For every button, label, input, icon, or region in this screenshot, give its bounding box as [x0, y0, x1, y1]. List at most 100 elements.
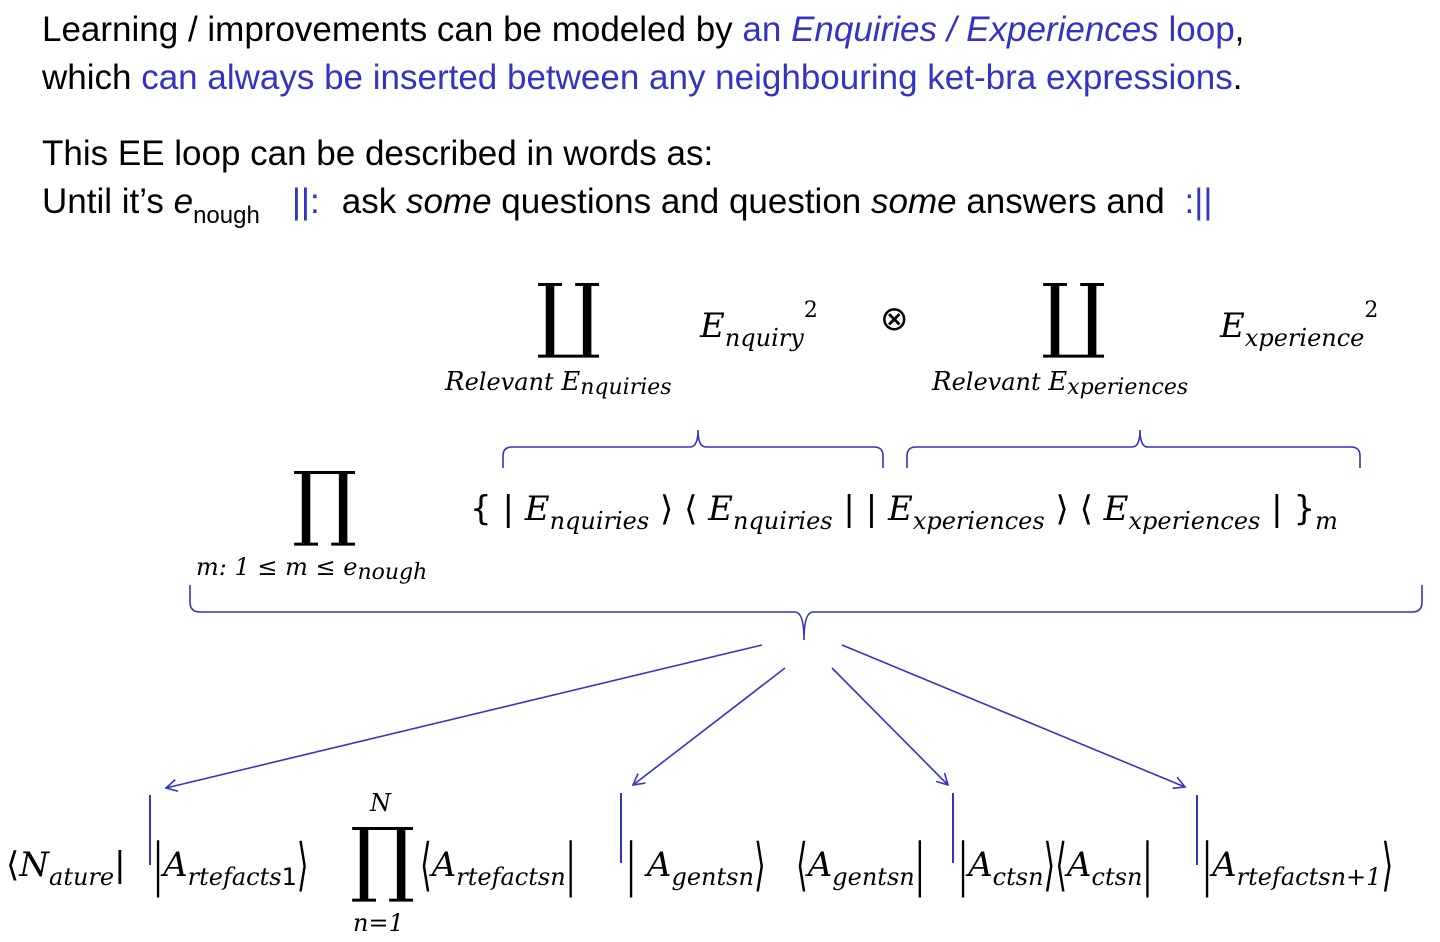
text: ⟨ — [6, 845, 20, 885]
artefacts-n-plus-1-ket: |Artefactsn+1⟩ — [1202, 838, 1393, 895]
text: E — [708, 489, 733, 529]
text: questions and question — [491, 182, 871, 221]
arrow-to-agents-acts — [831, 667, 950, 787]
text: | — [914, 832, 925, 900]
text: E — [887, 489, 913, 529]
text: ⟩ — [1381, 832, 1394, 900]
text: | — [502, 489, 514, 529]
text: an — [742, 10, 792, 49]
artefacts-1-ket: |Artefacts1⟩ — [153, 838, 309, 895]
text: n — [738, 863, 754, 891]
repeat-end-sign: :|| — [1184, 182, 1213, 221]
text: xperience — [1244, 324, 1365, 352]
text: ⟨ — [1079, 489, 1093, 529]
text: | — [114, 845, 126, 885]
relevant-enquiries-label: Relevant Enquiries — [445, 368, 672, 400]
product-lower-limit: n=1 — [353, 909, 404, 937]
text: n+1 — [1330, 863, 1382, 891]
intro-line-2: which can always be inserted between any… — [42, 58, 1242, 98]
text: elevant — [951, 368, 1049, 396]
text: cts — [1091, 863, 1127, 891]
text: A — [1066, 845, 1092, 885]
agents-bra: ⟨Agentsn| — [796, 838, 925, 895]
insertion-marker — [1196, 795, 1198, 865]
agents-ket: | Agentsn⟩ — [626, 838, 766, 895]
brace-enquiries — [502, 429, 884, 468]
text: ⟨ — [1055, 832, 1067, 900]
arrow-to-artefacts-agents — [631, 667, 786, 787]
text: ⟩ — [1055, 489, 1069, 529]
intro-line-1: Learning / improvements can be modeled b… — [42, 10, 1244, 50]
text: | — [958, 832, 969, 900]
loop-heading: This EE loop can be described in words a… — [42, 134, 714, 173]
text: rtefacts — [456, 863, 551, 891]
text: e — [173, 182, 194, 221]
text: some — [405, 182, 492, 221]
acts-ket-bra: |Actsn⟩⟨Actsn| — [958, 838, 1153, 895]
text: | — [1271, 489, 1283, 529]
text: A — [968, 845, 993, 885]
text: xperiences — [912, 507, 1045, 535]
text: can always be inserted between any neigh… — [141, 58, 1233, 97]
text: nquiries — [732, 507, 833, 535]
text: E — [700, 306, 725, 346]
product-upper-limit: N — [370, 789, 391, 817]
text: Until it’s — [42, 182, 174, 221]
text: nquiries — [580, 375, 672, 400]
text: m: 1 ≤ m ≤ e — [196, 553, 358, 581]
brace-experiences — [906, 429, 1361, 468]
text: A — [163, 845, 188, 885]
text: | — [153, 832, 164, 900]
arrow-to-acts-artefacts — [841, 644, 1187, 790]
text: A — [807, 845, 833, 885]
text: n — [1126, 863, 1143, 891]
text: ⟩ — [660, 489, 674, 529]
text: E — [524, 489, 550, 529]
text: which — [42, 58, 142, 97]
text: } — [1293, 489, 1316, 529]
text: E — [1103, 489, 1129, 529]
product-symbol-m: ∏ — [292, 455, 358, 550]
text: | — [565, 832, 576, 900]
loop-description: Until it’s enough||:ask some questions a… — [42, 182, 1212, 236]
text: n — [550, 863, 566, 891]
tensor-product-symbol: ⊗ — [880, 299, 909, 339]
text: , — [1234, 10, 1245, 49]
text: nough — [357, 560, 428, 585]
text: ⟨ — [684, 489, 698, 529]
coproduct-symbol-enquiries: ∐ — [536, 267, 602, 362]
arrow-to-nature-artefacts — [164, 644, 763, 793]
product-index-label: m: 1 ≤ m ≤ enough — [196, 554, 427, 585]
coproduct-symbol-experiences: ∐ — [1041, 267, 1107, 362]
text: N — [19, 845, 50, 885]
text: gents — [671, 863, 739, 891]
text: xperiences — [1128, 507, 1261, 535]
insertion-marker — [149, 795, 151, 865]
enquiry-squared: Enquiry2 — [700, 298, 818, 352]
text: A — [1212, 845, 1237, 885]
text: R — [445, 367, 465, 397]
text: some — [871, 182, 957, 221]
text: { — [470, 489, 492, 529]
text: gents — [832, 863, 900, 891]
text: ⟩ — [1043, 832, 1056, 900]
text: R — [932, 367, 952, 397]
brace-whole-loop — [189, 585, 1423, 641]
text: A — [431, 845, 457, 885]
text: xperiences — [1067, 375, 1189, 400]
relevant-experiences-label: Relevant Experiences — [932, 368, 1188, 400]
text: 2 — [1364, 298, 1379, 323]
text: ⟩ — [296, 832, 309, 900]
artefacts-n-bra: ⟨Artefactsn| — [420, 838, 576, 895]
insertion-marker — [952, 793, 954, 863]
text: nquiry — [724, 324, 804, 352]
text: 1 — [281, 863, 297, 891]
text: | — [626, 832, 637, 900]
text: . — [1232, 58, 1243, 97]
text: 2 — [803, 298, 818, 323]
product-symbol-n: ∏ — [350, 811, 416, 906]
ee-loop-expression: { | Enquiries ⟩ ⟨ Enquiries | | Experien… — [470, 492, 1338, 533]
text: cts — [992, 863, 1029, 891]
text: nough — [193, 202, 260, 229]
